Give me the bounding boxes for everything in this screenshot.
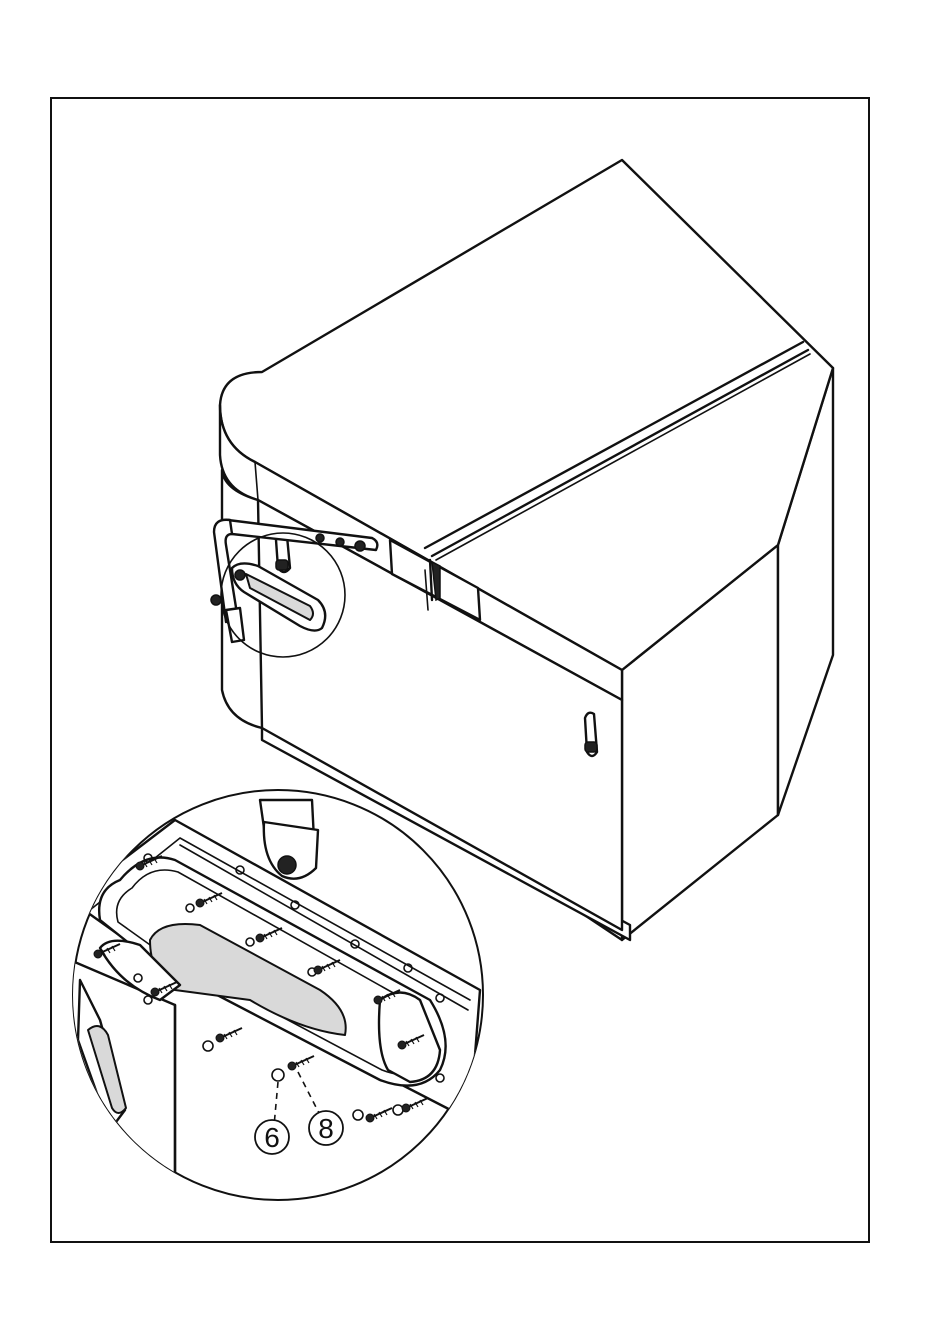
callout-8: 8 <box>309 1111 343 1145</box>
callout-6: 6 <box>255 1120 289 1154</box>
callout-8-label: 8 <box>318 1113 334 1144</box>
detail-enlargement: 6 8 <box>60 790 483 1200</box>
callout-6-label: 6 <box>264 1122 280 1153</box>
